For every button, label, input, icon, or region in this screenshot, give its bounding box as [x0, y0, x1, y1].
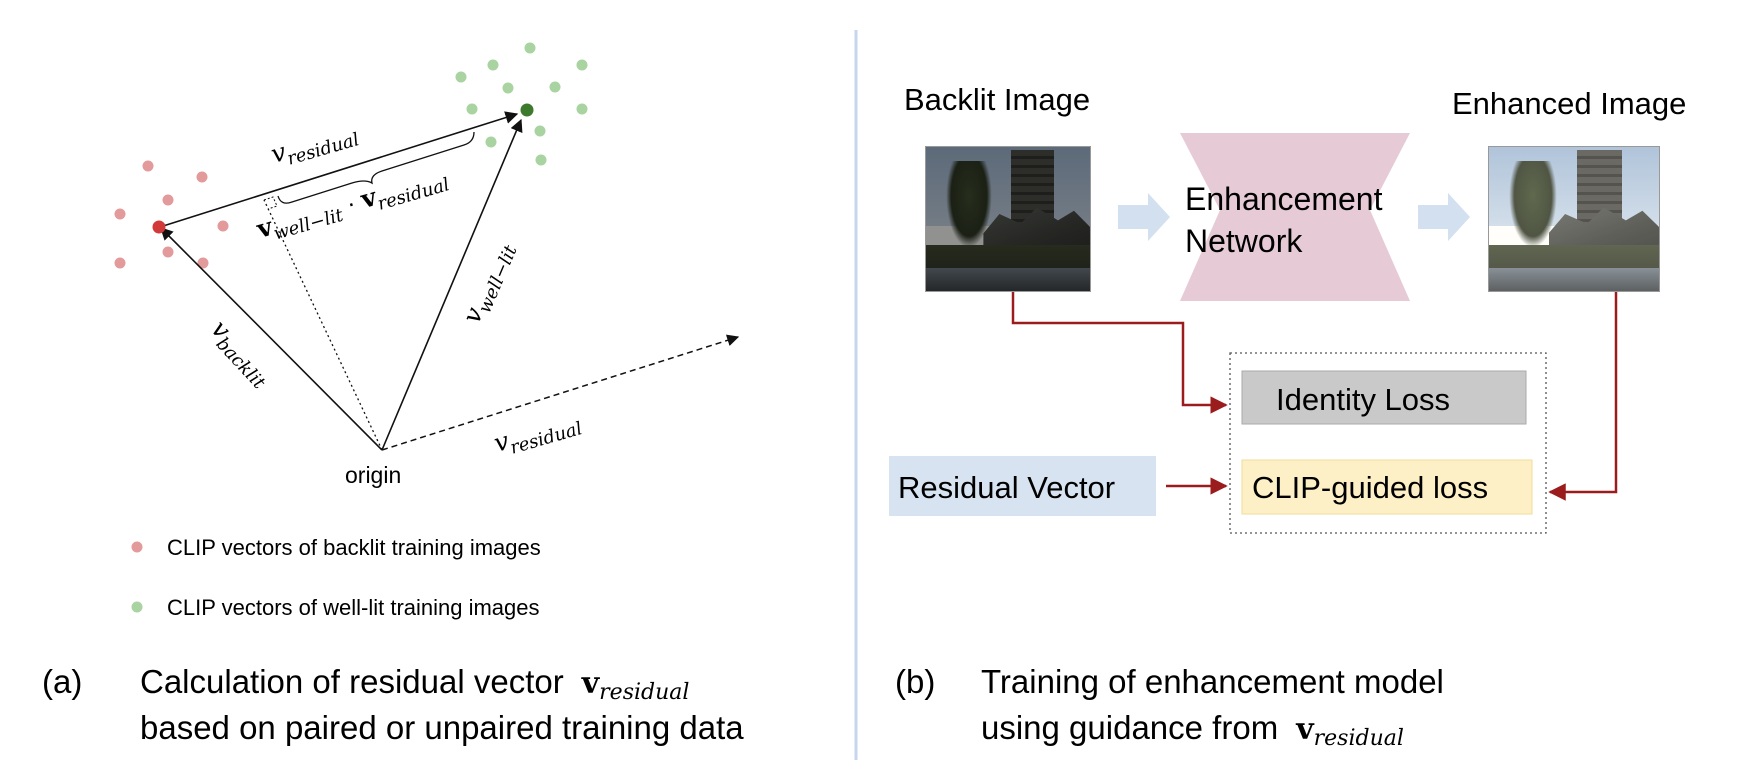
legend-label-welllit: CLIP vectors of well-lit training images	[167, 595, 540, 620]
backlit-point	[197, 257, 209, 269]
v-welllit-arrow	[381, 118, 523, 451]
welllit-point	[455, 71, 467, 83]
label-v-residual-top: vresidual	[268, 117, 362, 174]
origin-label: origin	[345, 462, 401, 488]
welllit-point	[502, 82, 514, 94]
caption-b-tag: (b)	[895, 663, 935, 700]
v-residual-shifted-arrow	[381, 334, 740, 451]
flow-arrow-input	[1118, 193, 1170, 241]
residual-vector-box	[889, 456, 1156, 516]
welllit-point	[535, 154, 547, 166]
backlit-point	[114, 257, 126, 269]
panel-a-vectors	[152, 103, 740, 451]
legend-label-backlit: CLIP vectors of backlit training images	[167, 535, 541, 560]
clip-loss-box	[1241, 459, 1533, 515]
welllit-point	[534, 125, 546, 137]
enhanced-to-clip-arrow	[1548, 290, 1618, 501]
welllit-point	[576, 59, 588, 71]
identity-loss-box	[1241, 370, 1527, 425]
projection-dotted-line	[263, 199, 383, 451]
loss-group-box	[1229, 352, 1547, 534]
network-label-line1: Enhancement	[1185, 181, 1383, 217]
backlit-point	[142, 160, 154, 172]
flow-arrow-output	[1418, 193, 1470, 241]
panel-a-scatter	[114, 42, 588, 269]
caption-a-line2: based on paired or unpaired training dat…	[140, 709, 744, 746]
legend: CLIP vectors of backlit training images …	[131, 535, 541, 620]
welllit-point	[576, 103, 588, 115]
v-residual-arrow	[159, 111, 519, 228]
welllit-point	[524, 42, 536, 54]
welllit-point	[466, 103, 478, 115]
projection-brace	[277, 131, 475, 204]
right-angle-marker	[263, 196, 278, 210]
backlit-point	[162, 246, 174, 258]
caption-b-line1: Training of enhancement model	[981, 663, 1444, 700]
backlit-mean-point	[152, 220, 166, 234]
backlit-point	[196, 171, 208, 183]
welllit-mean-point	[520, 103, 534, 117]
label-v-backlit: vbacklit	[202, 314, 279, 393]
residual-vector-label: Residual Vector	[898, 470, 1115, 505]
legend-swatch-backlit	[131, 541, 143, 553]
welllit-point	[549, 81, 561, 93]
backlit-image-title: Backlit Image	[904, 82, 1090, 117]
identity-loss-arrow	[1011, 290, 1228, 414]
backlit-point	[162, 194, 174, 206]
network-label-line2: Network	[1185, 223, 1303, 259]
v-backlit-arrow	[160, 227, 383, 451]
caption-a-tag: (a)	[42, 663, 82, 700]
backlit-point	[217, 220, 229, 232]
label-projection: vwell−lit · vresidual	[253, 162, 452, 249]
welllit-point	[487, 59, 499, 71]
clip-loss-label: CLIP-guided loss	[1252, 470, 1488, 505]
legend-swatch-welllit	[131, 601, 143, 613]
welllit-point	[485, 136, 497, 148]
enhanced-image-thumbnail	[1488, 146, 1660, 292]
enhanced-image-title: Enhanced Image	[1452, 86, 1686, 121]
backlit-point	[114, 208, 126, 220]
identity-loss-label: Identity Loss	[1276, 382, 1450, 417]
label-v-residual-bottom: vresidual	[491, 406, 585, 463]
enhancement-network-shape	[1180, 133, 1410, 301]
backlit-image-thumbnail	[925, 146, 1091, 292]
